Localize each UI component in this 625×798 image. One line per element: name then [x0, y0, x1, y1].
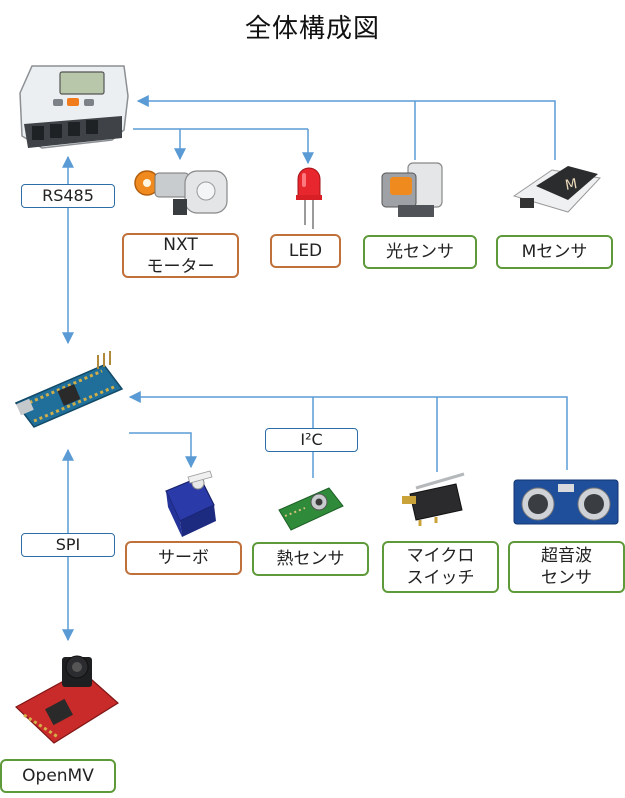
arduino-nano-image [14, 351, 124, 428]
spi-label: SPI [21, 533, 115, 557]
line-m-sensor-to-nxt [136, 95, 556, 160]
micro-switch-label: マイクロ スイッチ [382, 541, 499, 593]
light-sensor-label: 光センサ [363, 235, 477, 269]
heat-sensor-label: 熱センサ [252, 542, 369, 576]
nxt-motor-image [134, 170, 228, 215]
servo-image [165, 470, 216, 537]
led-label: LED [270, 234, 341, 268]
servo-label: サーボ [125, 541, 242, 575]
ultrasonic-sensor-label: 超音波 センサ [508, 541, 625, 593]
heat-sensor-image [278, 487, 344, 531]
openmv-camera-image [14, 655, 119, 744]
nxt-motor-label: NXT モーター [122, 233, 239, 278]
micro-switch-image [402, 472, 465, 526]
m-sensor-image: M [512, 166, 602, 213]
line-arduino-to-servo [129, 432, 197, 469]
svg-text:M: M [564, 176, 579, 194]
nxt-brick-image [19, 65, 129, 149]
openmv-label: OpenMV [0, 759, 116, 793]
line-ultrasonic-to-arduino [128, 391, 568, 470]
rs485-label: RS485 [21, 184, 115, 208]
diagram-title: 全体構成図 [244, 14, 380, 44]
i2c-label: I²C [265, 428, 358, 452]
led-image [296, 167, 322, 229]
ultrasonic-sensor-image [513, 479, 619, 525]
light-sensor-image [381, 162, 443, 217]
m-sensor-label: Mセンサ [496, 235, 613, 269]
